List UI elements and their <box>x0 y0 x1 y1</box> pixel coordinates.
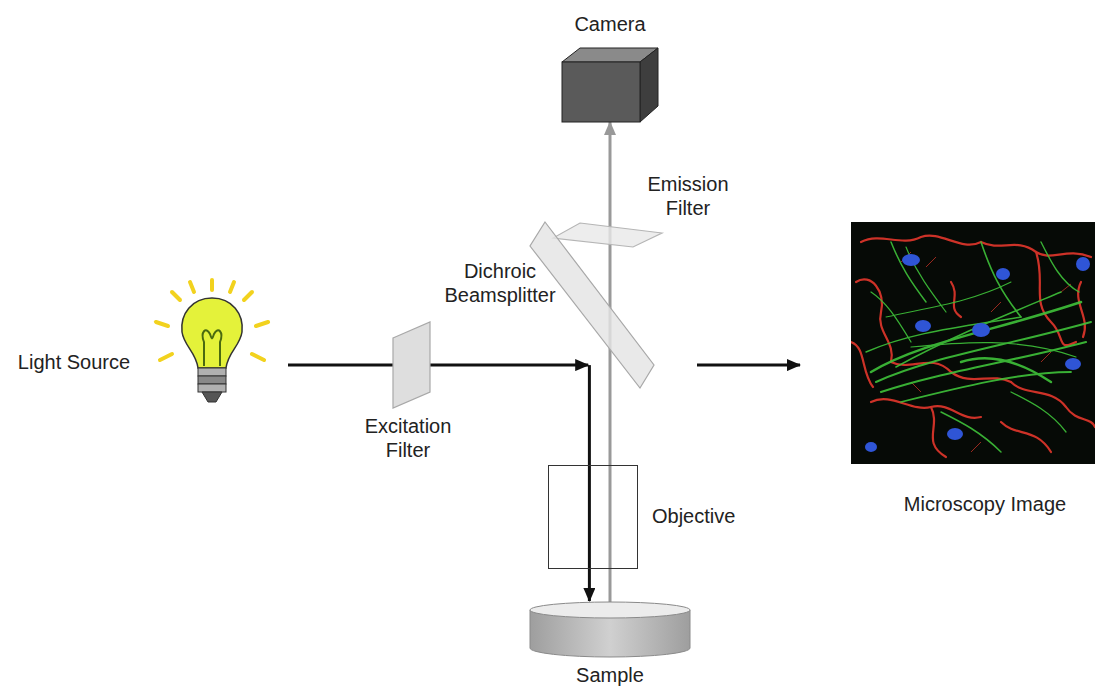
component-label: Light Source <box>4 350 144 374</box>
light-path <box>697 364 800 367</box>
drawing-part <box>182 298 242 368</box>
drawing-part <box>1076 257 1090 271</box>
drawing-part <box>190 282 194 292</box>
drawing-part <box>549 466 638 569</box>
drawing-part <box>911 343 1076 357</box>
label-holder: Dichroic Beamsplitter <box>435 259 565 307</box>
objective-lens-outline <box>548 465 638 569</box>
drawing-part <box>1041 242 1079 292</box>
component-label: Microscopy Image <box>885 492 1085 516</box>
drawing-part <box>865 254 1090 452</box>
drawing-part <box>891 242 926 302</box>
drawing-part <box>252 354 264 360</box>
drawing-part <box>972 323 990 337</box>
drawing-part <box>156 322 168 326</box>
drawing-part <box>881 342 1086 392</box>
light-path <box>609 122 612 602</box>
component-label: Camera <box>550 12 670 36</box>
drawing-part <box>896 292 1061 367</box>
light-path <box>430 364 588 367</box>
component-label: Objective <box>652 504 762 528</box>
drawing-part <box>160 354 172 360</box>
drawing-part <box>230 282 234 292</box>
label-holder: Excitation Filter <box>348 414 468 462</box>
drawing-part <box>553 223 662 247</box>
excitation-filter: Excitation Filter <box>390 320 434 412</box>
label-holder: Light Source <box>4 350 144 374</box>
drawing-part <box>198 376 226 384</box>
drawing-part <box>202 392 222 402</box>
drawing-part <box>902 254 920 266</box>
drawing-part <box>886 282 1011 317</box>
drawing-part <box>871 399 981 418</box>
light-bulb-outline <box>150 280 276 412</box>
drawing-part <box>981 242 1021 317</box>
drawing-part <box>915 320 931 332</box>
drawing-part <box>871 302 1081 372</box>
label-holder: Emission Filter <box>638 172 738 220</box>
drawing-part <box>866 317 1021 352</box>
drawing-part <box>861 236 981 245</box>
light-path <box>288 364 393 367</box>
drawing-part <box>951 282 961 317</box>
drawing-part <box>851 342 873 387</box>
camera-box-outline <box>558 44 662 124</box>
drawing-part <box>871 292 911 342</box>
light-bulb: Light Source <box>150 280 276 412</box>
drawing-part <box>1011 382 1095 427</box>
drawing-part <box>172 292 180 300</box>
sample-dish-outline <box>528 600 692 662</box>
microscopy-image: Microscopy Image <box>851 222 1095 464</box>
drawing-part <box>393 322 430 408</box>
drawing-part <box>851 222 1095 464</box>
label-holder: Objective <box>652 504 762 528</box>
cell-micrograph <box>851 222 1095 464</box>
component-label: Dichroic Beamsplitter <box>435 259 565 307</box>
drawing-part <box>901 372 1071 402</box>
drawing-part <box>198 368 226 376</box>
drawing-part <box>1078 282 1085 337</box>
emission-filter: Emission Filter <box>550 220 664 250</box>
drawing-part <box>851 236 1095 457</box>
camera-box: Camera <box>558 44 662 124</box>
drawing-part <box>1011 392 1066 432</box>
drawing-part <box>530 602 690 618</box>
component-label: Excitation Filter <box>348 414 468 462</box>
drawing-part <box>931 407 946 457</box>
drawing-part <box>1001 422 1051 452</box>
dichroic-beamsplitter: Dichroic Beamsplitter <box>528 220 656 390</box>
drawing-part <box>941 412 1001 452</box>
drawing-part <box>1065 358 1081 370</box>
drawing-part <box>244 292 252 300</box>
drawing-part <box>640 48 658 122</box>
sample-dish: Sample <box>528 600 692 662</box>
drawing-part <box>996 268 1010 280</box>
drawing-part <box>866 242 1091 452</box>
drawing-part <box>865 442 877 452</box>
label-holder: Camera <box>550 12 670 36</box>
drawing-part <box>961 358 1051 382</box>
label-holder: Microscopy Image <box>885 492 1085 516</box>
drawing-part <box>198 384 226 392</box>
component-label: Emission Filter <box>638 172 738 220</box>
drawing-part <box>562 62 640 122</box>
drawing-part <box>210 280 214 290</box>
label-holder: Sample <box>560 663 660 687</box>
drawing-part <box>856 279 892 362</box>
drawing-part <box>947 428 963 440</box>
excitation-filter-outline <box>390 320 434 412</box>
drawing-part <box>203 330 222 366</box>
component-label: Sample <box>560 663 660 687</box>
emission-filter-outline <box>550 220 664 250</box>
objective-lens: Objective <box>548 465 638 569</box>
light-path <box>588 365 591 601</box>
drawing-part <box>256 322 268 326</box>
